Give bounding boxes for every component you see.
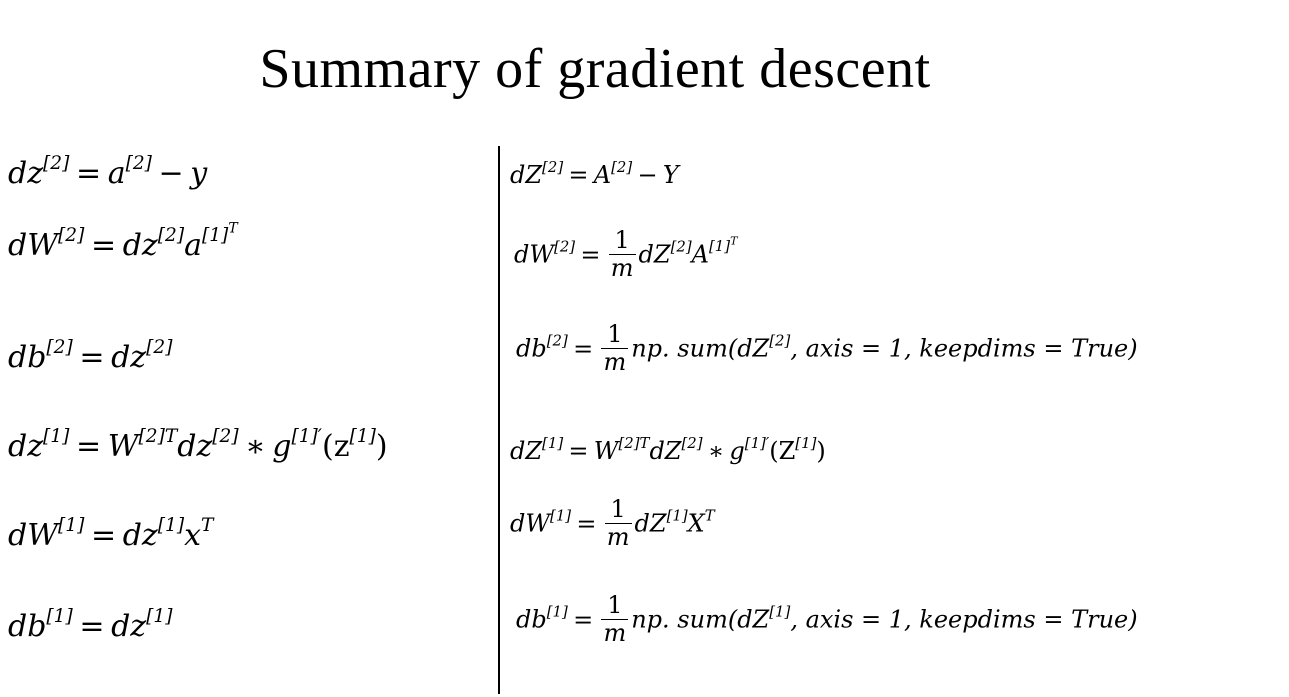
equation-dZ1-vectorized: dZ[1]=W[2]TdZ[2]∗g[1]′(Z[1]) bbox=[510, 433, 826, 465]
equation-dz1: dz[1]=W[2]Tdz[2]∗g[1]′(z[1]) bbox=[8, 426, 388, 464]
equation-dW2: dW[2]=dz[2]a[1]T bbox=[8, 220, 238, 263]
column-divider bbox=[498, 146, 500, 694]
equation-dZ2-vectorized: dZ[2]=A[2]−Y bbox=[510, 157, 679, 189]
slide-title: Summary of gradient descent bbox=[259, 38, 931, 100]
equation-db2: db[2]=dz[2] bbox=[8, 337, 173, 375]
equation-dz2: dz[2]=a[2]−y bbox=[8, 153, 208, 191]
equation-dW1: dW[1]=dz[1]xT bbox=[8, 515, 214, 553]
equation-db1: db[1]=dz[1] bbox=[8, 606, 173, 644]
